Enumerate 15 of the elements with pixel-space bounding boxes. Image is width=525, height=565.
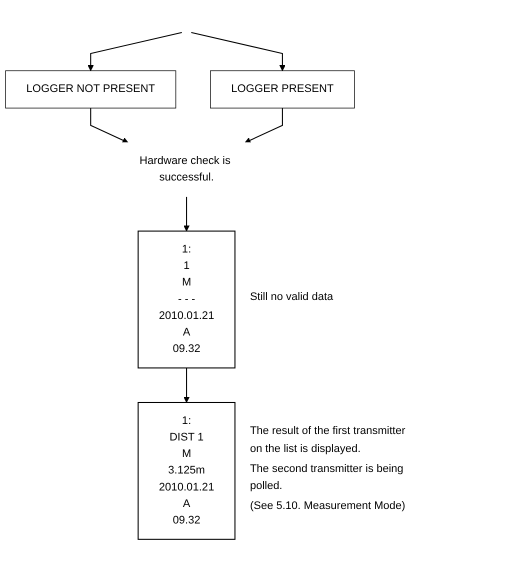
node-box: LOGGER PRESENT xyxy=(210,70,355,108)
arrow xyxy=(191,32,286,71)
arrow xyxy=(184,368,190,402)
note-text: Still no valid data xyxy=(250,290,334,306)
note-text: (See 5.10. Measurement Mode) xyxy=(250,498,406,514)
node-text: Hardware check is successful. xyxy=(140,154,230,183)
arrow xyxy=(90,108,128,143)
node-box: LOGGER NOT PRESENT xyxy=(5,70,176,108)
arrow xyxy=(244,108,283,143)
node-box: 1: DIST 1 M 3.125m 2010.01.21 A 09.32 xyxy=(138,402,236,540)
arrow xyxy=(88,32,182,71)
note-text: The second transmitter is being polled. xyxy=(250,462,404,494)
node-box: 1: 1 M - - - 2010.01.21 A 09.32 xyxy=(138,230,236,368)
arrow xyxy=(184,196,190,231)
note-text: The result of the first transmitter on the list is displayed. xyxy=(250,424,406,458)
